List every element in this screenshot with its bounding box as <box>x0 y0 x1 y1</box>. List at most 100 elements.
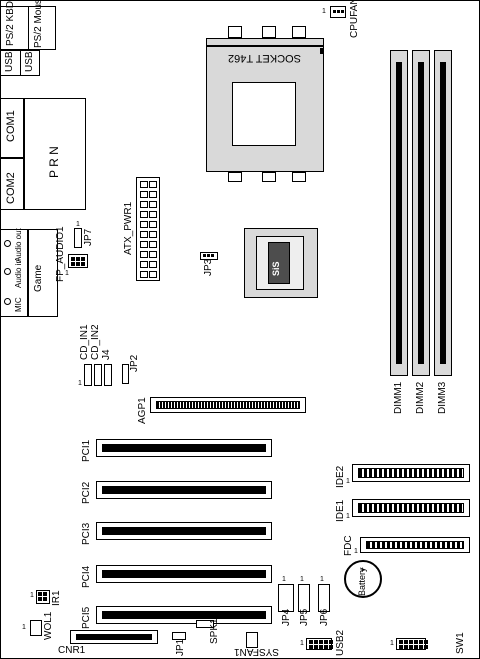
game-port <box>28 229 58 317</box>
sysfan1-header <box>246 632 258 648</box>
j4-header <box>104 364 112 386</box>
pci5-label: PCI5 <box>81 606 92 629</box>
sw1-header <box>396 638 426 650</box>
chipset-logo-label: SiS <box>271 261 281 276</box>
audio-in-label: Audio in <box>14 259 23 288</box>
cpu-socket-lever <box>206 38 324 46</box>
audio-in-jack <box>4 268 11 275</box>
dimm3-label: DIMM3 <box>437 381 448 414</box>
cd-in2-header <box>94 364 102 386</box>
dimm1-inner <box>396 62 402 364</box>
agp1-label: AGP1 <box>137 397 148 424</box>
jp2-jumper <box>122 364 129 384</box>
dimm3-inner <box>440 62 446 364</box>
ps2-divider <box>28 6 29 50</box>
ir1-pin1: 1 <box>30 592 34 599</box>
jp3-pins <box>203 254 214 257</box>
mic-jack <box>4 298 11 305</box>
cnr1-label: CNR1 <box>58 645 86 656</box>
spk1-label: SPK1 <box>209 618 220 644</box>
battery-cell <box>344 560 382 598</box>
chipset-logo <box>268 242 290 284</box>
wol1-pin1: 1 <box>22 624 26 631</box>
jp5-jumper <box>298 584 310 612</box>
usb2-pins <box>309 640 333 649</box>
printer-port <box>24 98 86 210</box>
pci1-inner <box>102 444 266 452</box>
cpu-socket-tab-4 <box>228 172 242 182</box>
ide1-pin1: 1 <box>346 513 350 520</box>
cd-in1-label: CD_IN1 <box>79 324 90 360</box>
pci2-inner <box>102 486 266 494</box>
dimm2-label: DIMM2 <box>415 381 426 414</box>
fdc-pin1: 1 <box>354 548 358 555</box>
com2-port <box>0 158 24 210</box>
cpu-socket-label: SOCKET T462 <box>228 52 301 64</box>
fdc-pins <box>366 541 464 549</box>
ide2-pins <box>358 468 464 478</box>
cd-in2-label: CD_IN2 <box>90 324 101 360</box>
cpufan1-pin1: 1 <box>322 8 326 15</box>
com1-port <box>0 98 24 158</box>
usb2-header-label: USB2 <box>335 629 346 656</box>
cpu-socket-tab-6 <box>292 172 306 182</box>
dimm1-label: DIMM1 <box>393 381 404 414</box>
jp3-label: JP3 <box>203 258 214 276</box>
pci1-label: PCI1 <box>81 439 92 462</box>
cpu-socket-center <box>232 82 296 146</box>
wol1-label: WOL1 <box>43 611 54 640</box>
jp6-jumper <box>318 584 330 612</box>
jp7-label: JP7 <box>83 228 94 246</box>
audio-out-jack <box>4 240 11 247</box>
cnr1-inner <box>76 634 152 640</box>
fp-audio1-pin1: 1 <box>65 270 69 277</box>
jp2-label: JP2 <box>129 354 140 372</box>
jp1-jumper <box>172 632 186 640</box>
jp7-jumper <box>74 228 82 248</box>
ir1-pins <box>38 592 47 601</box>
ir1-label: IR1 <box>51 590 62 606</box>
com1-label: COM1 <box>5 110 17 142</box>
audio-out-label: Audio out <box>14 228 23 262</box>
pci5-inner <box>102 611 266 619</box>
jp7-pin1: 1 <box>76 221 80 228</box>
jp4-jumper <box>278 584 294 612</box>
jp6-label: JP6 <box>319 608 330 626</box>
pci3-inner <box>102 527 266 535</box>
jp4-label: JP4 <box>281 608 292 626</box>
cpu-socket-tab-3 <box>292 26 306 38</box>
pci3-label: PCI3 <box>81 522 92 545</box>
cpu-socket-tab-5 <box>262 172 276 182</box>
cpufan1-pins <box>333 10 344 13</box>
sysfan1-label: SYSFAN1 <box>234 646 280 657</box>
jp4-pin1: 1 <box>282 576 286 583</box>
usb-port-2-label: USB <box>24 51 35 72</box>
game-port-label: Game <box>33 264 44 292</box>
jp6-pin1: 1 <box>320 576 324 583</box>
sw1-label: SW1 <box>455 632 466 654</box>
ide1-pins <box>358 503 464 513</box>
pci4-label: PCI4 <box>81 565 92 588</box>
spk1-header <box>196 620 214 628</box>
sw1-pins <box>399 640 428 649</box>
battery-plus: + <box>360 565 366 575</box>
com2-label: COM2 <box>5 172 17 204</box>
fdc-label: FDC <box>343 535 354 556</box>
cpu-socket-corner <box>320 48 324 54</box>
ide1-label: IDE1 <box>335 499 346 522</box>
jp5-pin1: 1 <box>300 576 304 583</box>
usb-port-1-label: USB <box>4 51 15 72</box>
usb-divider <box>20 50 21 76</box>
fp-audio1-pins <box>71 257 85 266</box>
cpu-socket-tab-1 <box>228 26 242 38</box>
atx-pwr1-label: ATX_PWR1 <box>123 201 134 255</box>
ps2-kbd-label: PS/2 KBD <box>5 0 16 46</box>
dimm2-inner <box>418 62 424 364</box>
agp1-slot-inner <box>156 401 300 409</box>
printer-port-label: P R N <box>47 146 61 178</box>
cd-in1-header <box>84 364 92 386</box>
atx-pwr1-pins <box>140 181 157 278</box>
jp5-label: JP5 <box>299 608 310 626</box>
jp1-label: JP1 <box>175 638 186 656</box>
